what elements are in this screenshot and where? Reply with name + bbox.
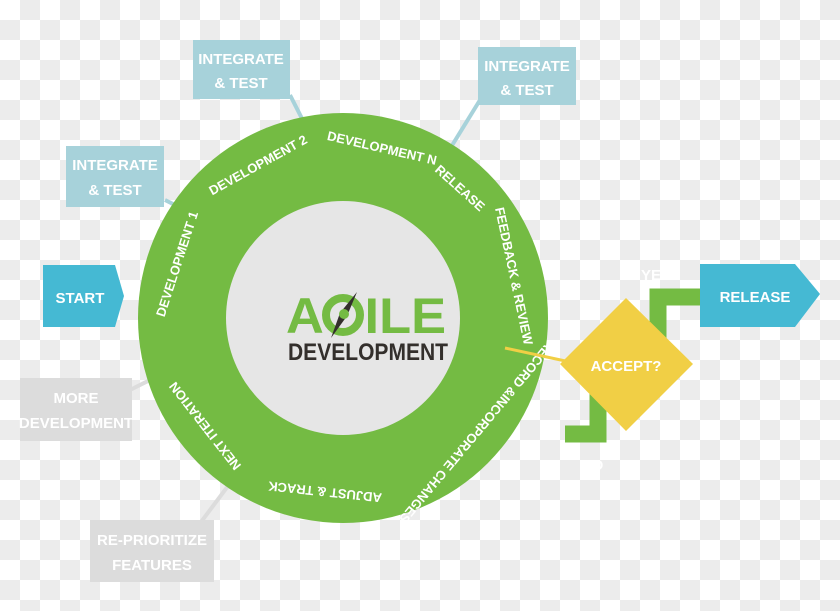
box-line: RE-PRIORITIZE (97, 532, 207, 549)
integrate-test-box: INTEGRATE & TEST (66, 146, 164, 207)
integrate-test-box: INTEGRATE & TEST (478, 47, 576, 105)
yes-connector (649, 288, 705, 345)
box-line: & TEST (214, 75, 267, 92)
box-line: & TEST (88, 182, 141, 199)
release-box: RELEASE (700, 264, 820, 327)
box-line: FEATURES (112, 557, 192, 574)
integrate-test-box: INTEGRATE & TEST (193, 40, 290, 99)
compass-icon (320, 292, 366, 338)
start-box: START (43, 265, 124, 327)
re-prioritize-box: RE-PRIORITIZE FEATURES (90, 520, 214, 582)
box-line: MORE (54, 390, 99, 407)
box-line: INTEGRATE (72, 157, 158, 174)
more-development-box: MORE DEVELOPMENT (19, 378, 133, 441)
accept-decision: ACCEPT? YES NO (560, 267, 693, 474)
logo-word: AGILE (286, 288, 446, 344)
accept-label: ACCEPT? (591, 358, 662, 375)
subtitle: DEVELOPMENT (288, 339, 448, 366)
start-label: START (56, 290, 105, 307)
release-label: RELEASE (720, 289, 791, 306)
decision-pointer (504, 346, 571, 364)
box-line: INTEGRATE (198, 51, 284, 68)
box-line: DEVELOPMENT (19, 415, 133, 432)
no-connector (565, 390, 607, 443)
box-line: INTEGRATE (484, 58, 570, 75)
box-line: & TEST (500, 82, 553, 99)
agile-logo: AGILE DEVELOPMENT (286, 288, 448, 366)
no-label: NO (581, 457, 604, 474)
yes-label: YES (641, 267, 671, 284)
